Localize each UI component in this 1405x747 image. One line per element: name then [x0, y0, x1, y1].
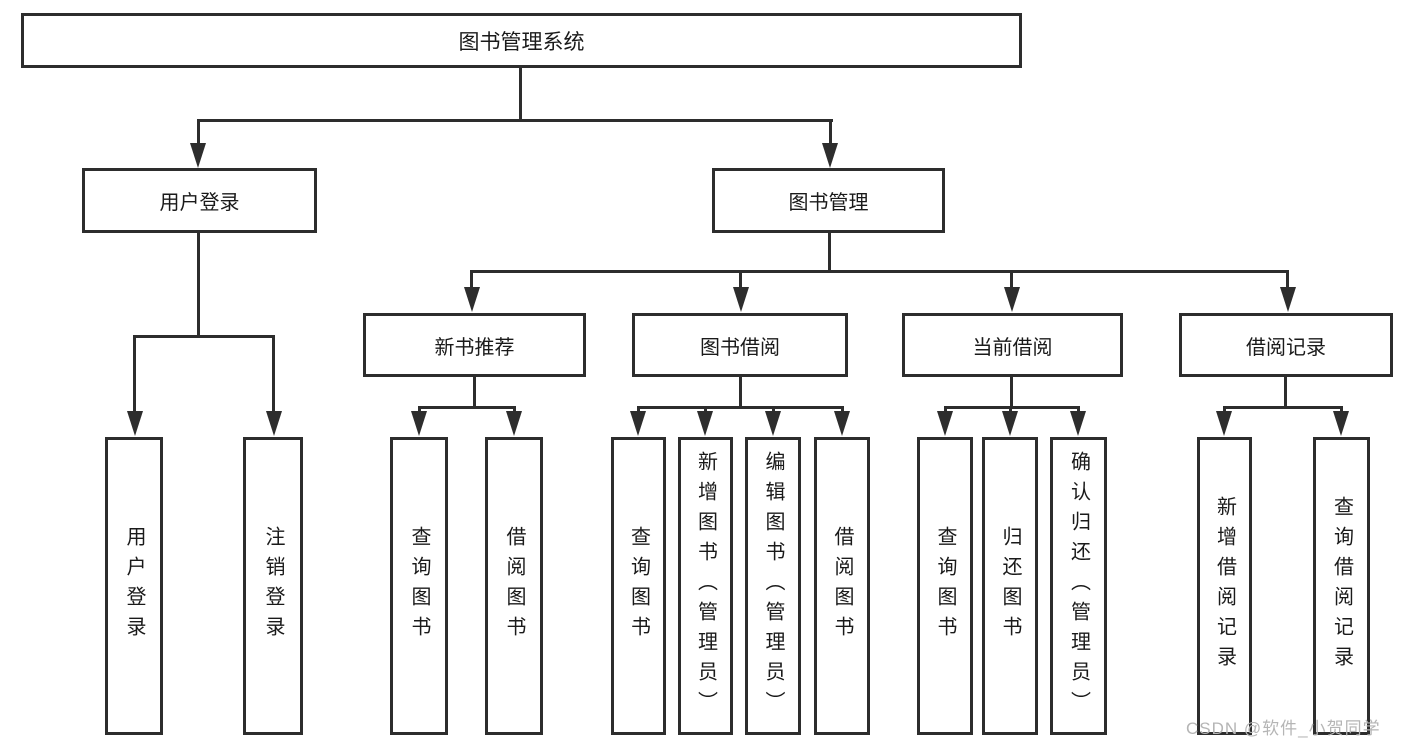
leaf-current-confirm-return-admin-label: 确认归还（管理员）: [1067, 451, 1090, 721]
arrow-down-icon: [834, 411, 850, 436]
connector-line: [1010, 273, 1013, 288]
leaf-logout-label: 注销登录: [262, 526, 284, 646]
node-root-label: 图书管理系统: [458, 30, 585, 54]
leaf-borrow-borrow-books: 借阅图书: [814, 437, 870, 735]
arrow-down-icon: [266, 411, 282, 436]
connector-line: [197, 233, 200, 338]
arrow-down-icon: [411, 411, 427, 436]
arrow-down-icon: [733, 287, 749, 312]
connector-line: [1284, 377, 1287, 408]
arrow-down-icon: [127, 411, 143, 436]
leaf-logout: 注销登录: [243, 437, 303, 735]
connector-line: [1286, 273, 1289, 288]
arrow-down-icon: [937, 411, 953, 436]
arrow-down-icon: [765, 411, 781, 436]
arrow-down-icon: [190, 143, 206, 168]
arrow-down-icon: [1002, 411, 1018, 436]
leaf-user-login-label: 用户登录: [123, 526, 145, 646]
arrow-down-icon: [464, 287, 480, 312]
leaf-user-login: 用户登录: [105, 437, 163, 735]
node-user-login-label: 用户登录: [159, 192, 240, 214]
connector-line: [1223, 406, 1343, 409]
connector-line: [473, 377, 476, 408]
leaf-borrow-add-books-admin-label: 新增图书（管理员）: [694, 451, 717, 721]
arrow-down-icon: [1216, 411, 1232, 436]
connector-line: [470, 273, 473, 288]
node-book-management: 图书管理: [712, 168, 945, 233]
node-borrowing-records: 借阅记录: [1179, 313, 1393, 377]
arrow-down-icon: [822, 143, 838, 168]
connector-line: [739, 273, 742, 288]
watermark: CSDN @软件_小贺同学: [1186, 719, 1381, 738]
connector-line: [470, 270, 1289, 273]
leaf-records-query-record-label: 查询借阅记录: [1330, 496, 1353, 676]
connector-line: [418, 406, 516, 409]
node-current-borrowing: 当前借阅: [902, 313, 1123, 377]
connector-line: [519, 68, 522, 122]
leaf-newbook-query-books-label: 查询图书: [408, 526, 430, 646]
connector-line: [637, 406, 844, 409]
connector-line: [829, 122, 832, 145]
connector-line: [133, 335, 275, 338]
leaf-records-add-record-label: 新增借阅记录: [1213, 496, 1236, 676]
leaf-borrow-edit-books-admin: 编辑图书（管理员）: [745, 437, 801, 735]
connector-line: [1010, 377, 1013, 408]
leaf-current-query-books-label: 查询图书: [934, 526, 956, 646]
arrow-down-icon: [630, 411, 646, 436]
leaf-borrow-query-books-label: 查询图书: [627, 526, 650, 646]
leaf-current-query-books: 查询图书: [917, 437, 973, 735]
node-current-borrowing-label: 当前借阅: [972, 336, 1053, 359]
leaf-current-confirm-return-admin: 确认归还（管理员）: [1050, 437, 1107, 735]
node-root: 图书管理系统: [21, 13, 1022, 68]
arrow-down-icon: [697, 411, 713, 436]
leaf-borrow-edit-books-admin-label: 编辑图书（管理员）: [762, 451, 784, 721]
connector-line: [828, 233, 831, 273]
leaf-newbook-query-books: 查询图书: [390, 437, 448, 735]
leaf-borrow-borrow-books-label: 借阅图书: [831, 526, 853, 646]
leaf-newbook-borrow-books-label: 借阅图书: [503, 526, 525, 646]
connector-line: [197, 122, 200, 145]
arrow-down-icon: [506, 411, 522, 436]
leaf-current-return-books-label: 归还图书: [999, 526, 1021, 646]
connector-line: [944, 406, 1080, 409]
connector-line: [133, 338, 136, 412]
arrow-down-icon: [1004, 287, 1020, 312]
node-borrowing-records-label: 借阅记录: [1246, 336, 1326, 359]
leaf-current-return-books: 归还图书: [982, 437, 1038, 735]
leaf-borrow-query-books: 查询图书: [611, 437, 666, 735]
arrow-down-icon: [1280, 287, 1296, 312]
connector-line: [272, 338, 275, 412]
arrow-down-icon: [1333, 411, 1349, 436]
node-book-management-label: 图书管理: [788, 192, 869, 214]
node-user-login: 用户登录: [82, 168, 317, 233]
connector-line: [197, 119, 833, 122]
node-new-book-recommend: 新书推荐: [363, 313, 586, 377]
leaf-records-add-record: 新增借阅记录: [1197, 437, 1252, 735]
leaf-borrow-add-books-admin: 新增图书（管理员）: [678, 437, 733, 735]
connector-line: [739, 377, 742, 408]
leaf-newbook-borrow-books: 借阅图书: [485, 437, 543, 735]
leaf-records-query-record: 查询借阅记录: [1313, 437, 1370, 735]
node-book-borrowing: 图书借阅: [632, 313, 848, 377]
node-new-book-recommend-label: 新书推荐: [434, 336, 515, 359]
arrow-down-icon: [1070, 411, 1086, 436]
node-book-borrowing-label: 图书借阅: [700, 336, 780, 359]
